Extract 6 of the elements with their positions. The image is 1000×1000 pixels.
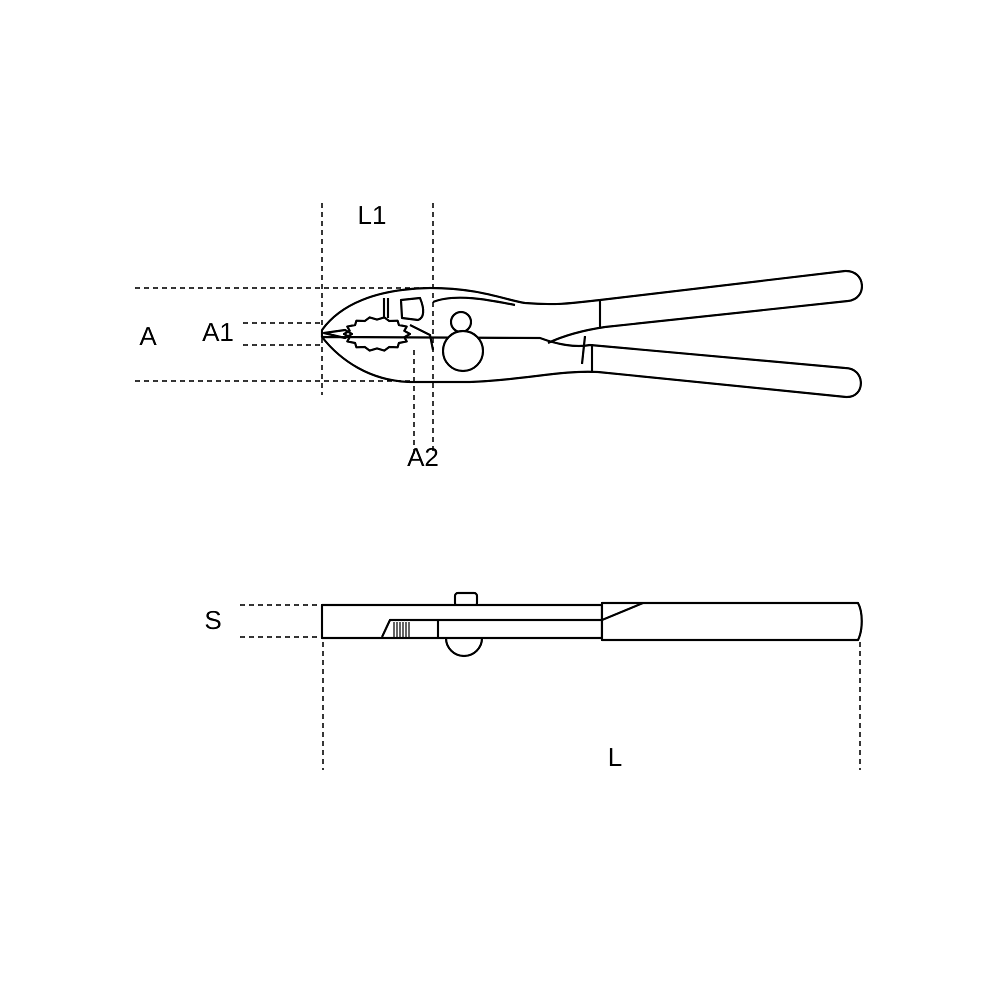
dimension-label: A2 [407, 444, 439, 470]
dimension-label: L [608, 744, 622, 770]
dimension-label: A1 [202, 319, 234, 345]
dimension-label: S [204, 607, 222, 633]
dimension-label: A [139, 323, 157, 349]
dimension-label: L1 [358, 202, 386, 228]
